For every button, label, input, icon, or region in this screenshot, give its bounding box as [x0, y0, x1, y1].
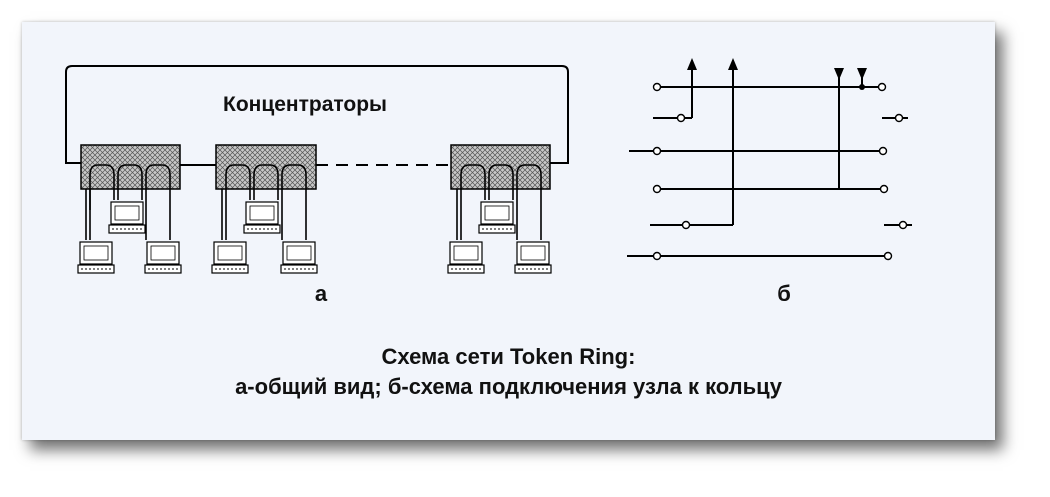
workstation-icon	[447, 241, 485, 274]
workstation-icon	[108, 201, 146, 234]
workstation-icon	[77, 241, 115, 274]
part-b-terminals	[652, 82, 908, 261]
workstation-icon	[243, 201, 281, 234]
workstation-icon	[211, 241, 249, 274]
caption-subtitle: а-общий вид; б-схема подключения узла к …	[235, 374, 782, 399]
arrow-up-icon	[728, 58, 738, 70]
workstation-icon	[478, 201, 516, 234]
hub-1	[80, 144, 181, 240]
workstation-icon	[280, 241, 318, 274]
workstation-icon	[514, 241, 552, 274]
ring-cable	[65, 65, 569, 164]
workstation-icon	[144, 241, 182, 274]
label-a: а	[315, 281, 328, 306]
arrow-down-icon	[834, 68, 844, 80]
label-b: б	[777, 281, 791, 306]
caption-title: Схема сети Token Ring:	[381, 344, 636, 369]
part-a-general-view: Концентраторы	[65, 65, 569, 306]
arrow-down-icon	[857, 68, 867, 80]
hub-3	[450, 144, 551, 240]
arrow-up-icon	[687, 58, 697, 70]
part-b-arrows	[687, 58, 867, 90]
hubs-label: Концентраторы	[223, 93, 387, 116]
junction-dot	[859, 84, 865, 90]
part-b-connection-scheme	[627, 64, 912, 257]
hub-2	[215, 144, 317, 240]
